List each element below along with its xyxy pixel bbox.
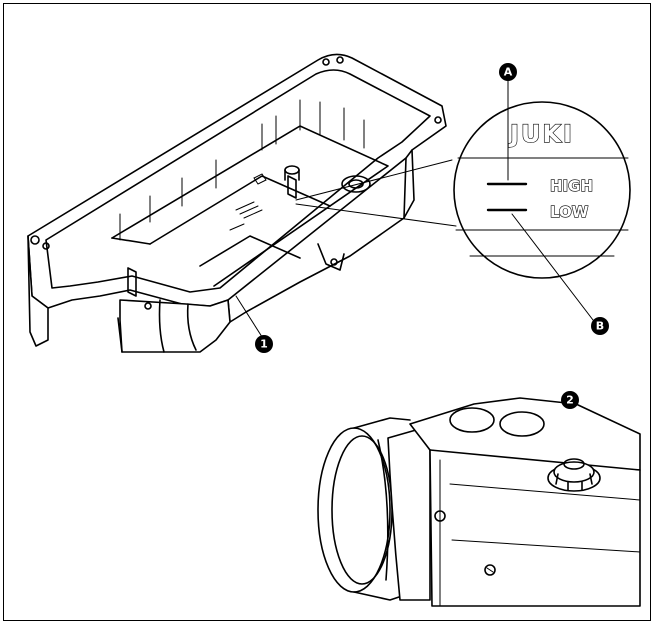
oil-level-gauge-magnified: JUKI HIGH LOW (453, 101, 631, 279)
magnify-leader-lower (295, 203, 457, 227)
callout-1-badge: 1 (255, 335, 273, 353)
figure-frame (3, 3, 651, 621)
callout-2-label: 2 (566, 394, 574, 407)
machine-bed (317, 397, 641, 607)
gauge-brand: JUKI (508, 120, 574, 148)
oil-pan (27, 53, 447, 353)
callout-1-label: 1 (260, 338, 268, 351)
callout-b-badge: B (591, 317, 609, 335)
oil-cap (547, 458, 601, 492)
magnify-leader-upper (295, 159, 453, 201)
callout-a-label: A (504, 66, 513, 79)
gauge-low-label: LOW (550, 203, 589, 221)
callout-2-badge: 2 (561, 391, 579, 409)
gauge-high-label: HIGH (550, 177, 593, 195)
callout-b-label: B (596, 320, 604, 333)
callout-a-badge: A (499, 63, 517, 81)
